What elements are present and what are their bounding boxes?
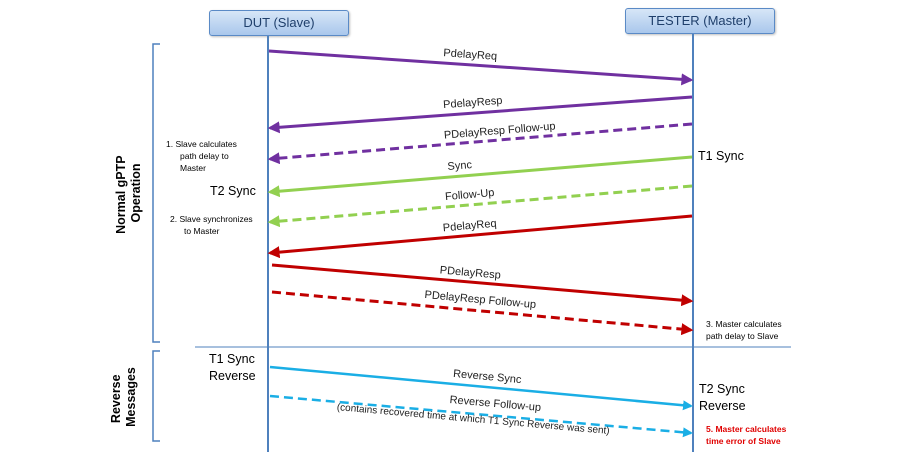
message-label: PdelayReq	[442, 218, 497, 235]
message-label: Follow-Up	[445, 187, 495, 203]
message-arrow	[267, 95, 693, 134]
message-label: PdelayReq	[443, 47, 498, 63]
message-sync: Sync	[267, 155, 693, 198]
message-pdelayreq-2: PdelayReq	[267, 214, 693, 259]
message-label: PDelayResp	[439, 264, 501, 281]
t1-sync-reverse-label: T1 Sync Reverse	[209, 352, 258, 383]
message-label: Sync	[447, 159, 473, 173]
note-slave-calculates-path-delay: 1. Slave calculates path delay to Master	[166, 139, 239, 173]
message-label: Reverse Follow-up	[449, 394, 541, 414]
t2-sync-reverse-label: T2 Sync Reverse	[699, 382, 748, 413]
message-pdelayresp-1: PdelayResp	[267, 95, 693, 134]
message-pdelayresp-2: PDelayResp	[271, 263, 694, 307]
message-arrow	[271, 263, 694, 307]
note-master-calculates-path-delay: 3. Master calculates path delay to Slave	[706, 319, 784, 341]
note-slave-synchronizes: 2. Slave synchronizes to Master	[170, 214, 255, 236]
message-arrow	[267, 214, 693, 259]
section-normal-title: Normal gPTP Operation	[114, 152, 143, 234]
message-arrow	[268, 49, 694, 86]
message-label: Reverse Sync	[453, 368, 523, 386]
message-pdelayresp-followup-1: PDelayResp Follow-up	[267, 120, 693, 165]
message-pdelayreq-1: PdelayReq	[268, 47, 694, 86]
participant-master-header: TESTER (Master)	[625, 8, 775, 34]
message-arrow	[271, 290, 694, 336]
normal-operation-brace	[152, 43, 160, 343]
message-arrow	[267, 122, 693, 165]
message-label: PdelayResp	[443, 95, 503, 111]
reverse-messages-brace	[152, 350, 160, 442]
note-master-calculates-time-error: 5. Master calculates time error of Slave	[706, 424, 789, 446]
t1-sync-label: T1 Sync	[698, 149, 744, 163]
t2-sync-label: T2 Sync	[210, 184, 256, 198]
message-arrow	[267, 155, 693, 198]
message-label: PDelayResp Follow-up	[444, 120, 556, 141]
message-follow-up: Follow-Up	[267, 184, 693, 228]
participant-slave-header: DUT (Slave)	[209, 10, 349, 36]
message-arrow	[267, 184, 693, 228]
message-arrow	[269, 365, 693, 411]
section-reverse-title: Reverse Messages	[109, 367, 138, 427]
message-arrow	[269, 394, 693, 438]
